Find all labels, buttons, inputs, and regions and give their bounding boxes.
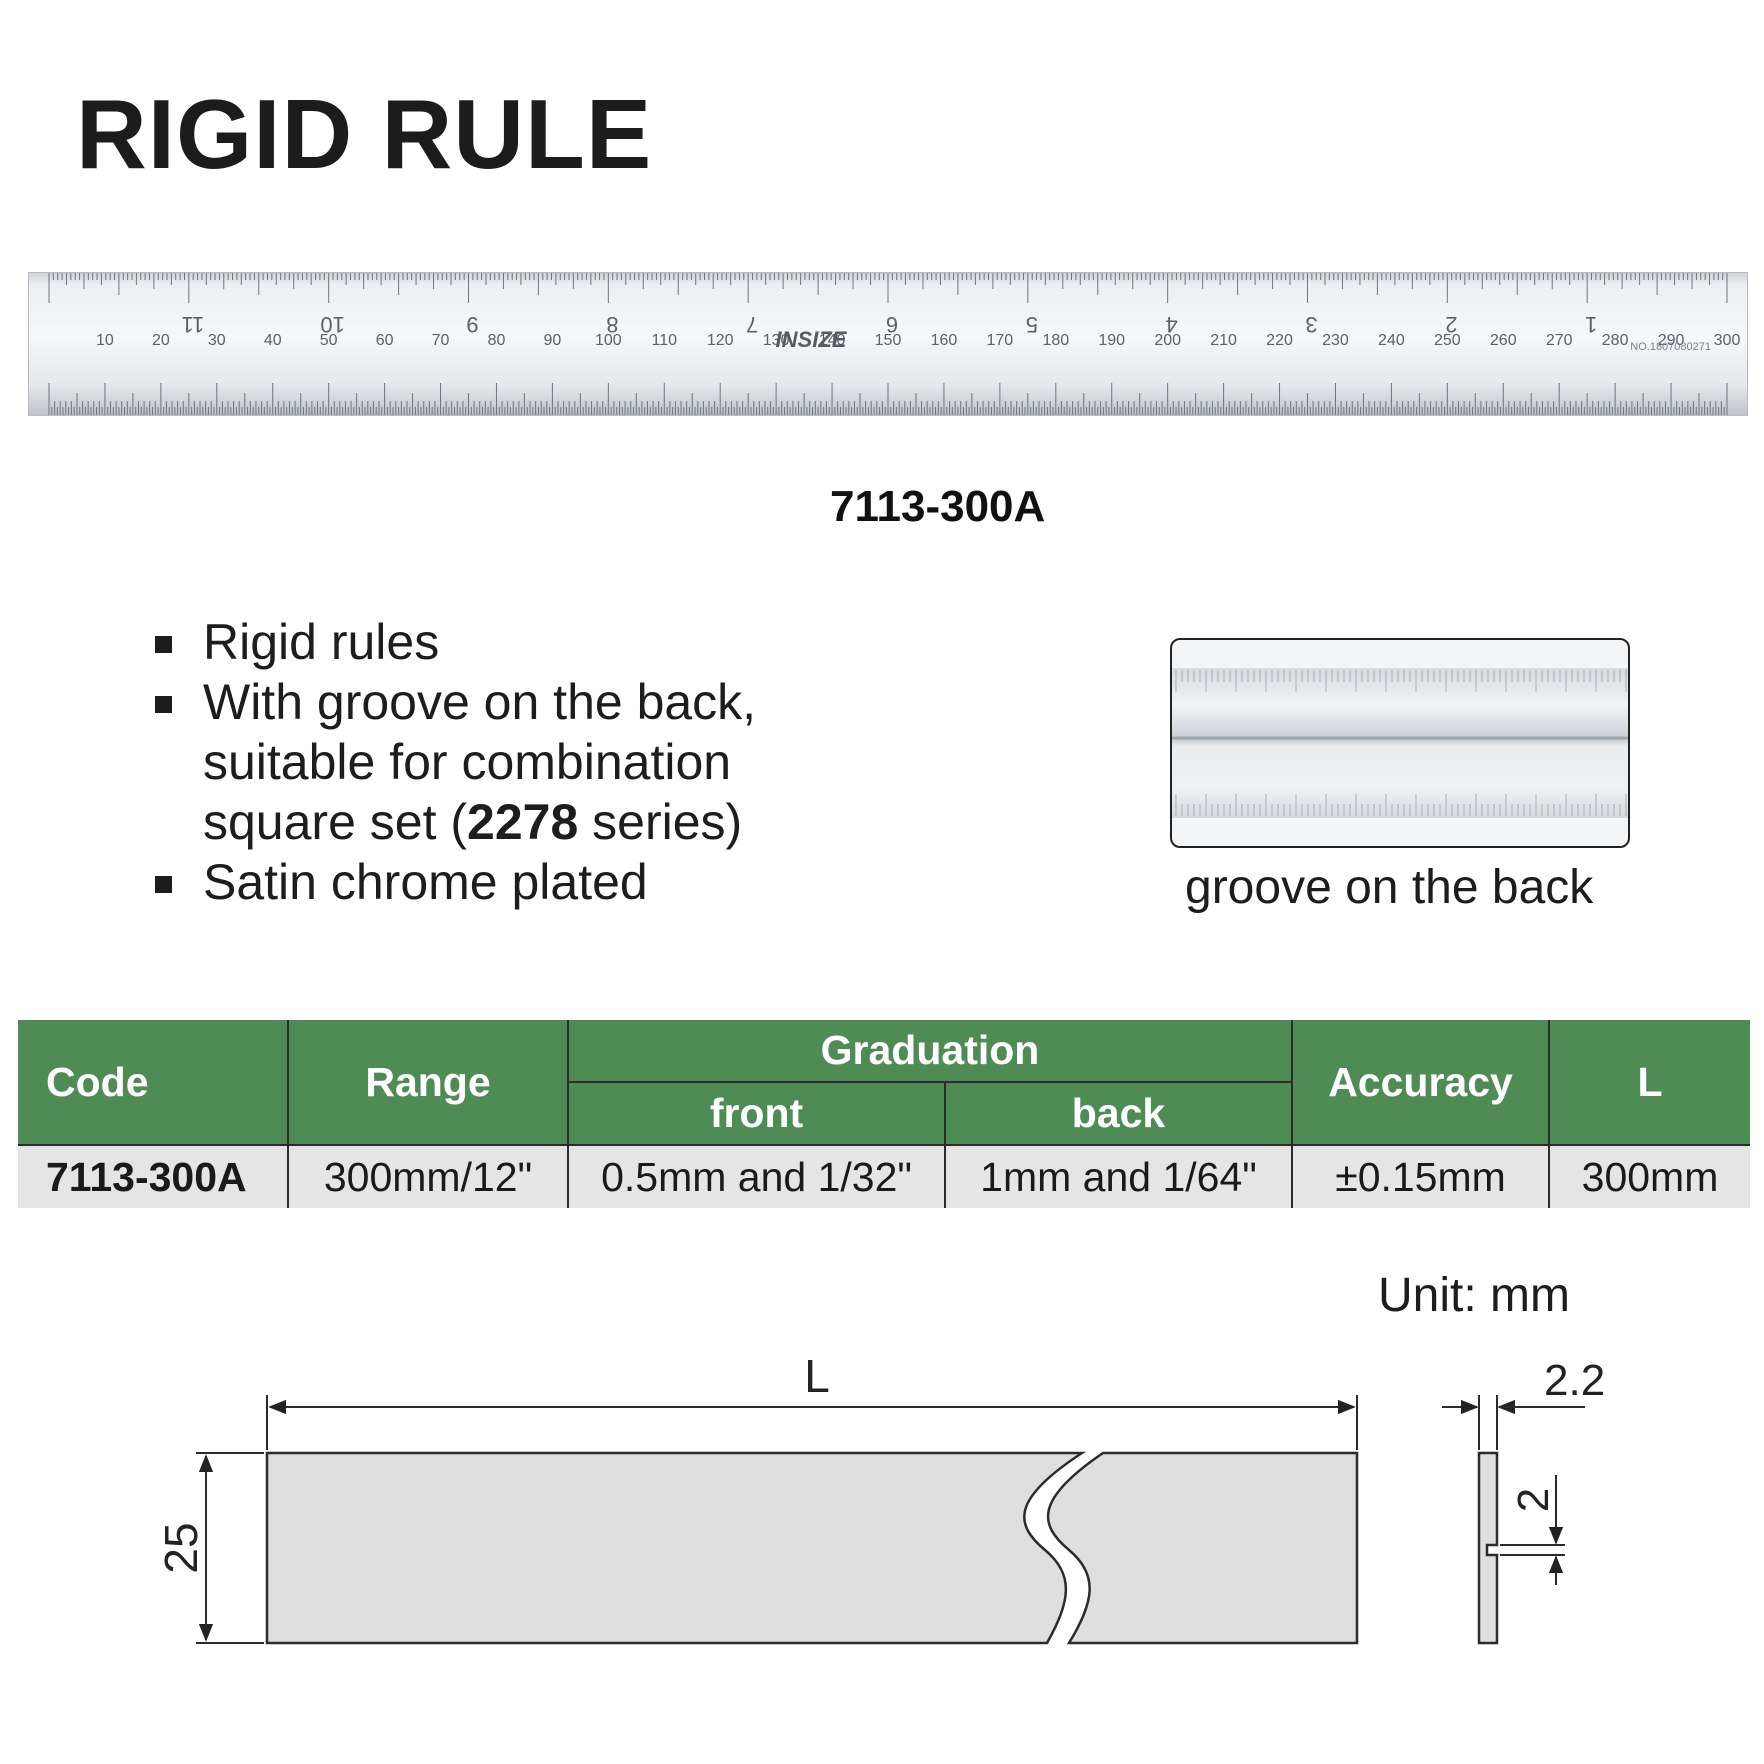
series-number: 2278 [467,794,579,850]
header-code: Code [18,1020,289,1146]
header-back: back [944,1082,1293,1146]
mm-tick-label: 220 [1266,332,1293,349]
width-dimension-label: 25 [155,1522,207,1573]
mm-tick-label: 80 [488,332,506,349]
mm-tick-label: 280 [1602,332,1629,349]
header-length: L [1548,1020,1750,1146]
inch-tick-label: 6 [886,312,898,337]
mm-tick-label: 200 [1154,332,1181,349]
thickness-dimension-label: 2.2 [1544,1356,1605,1405]
mm-tick-label: 250 [1434,332,1461,349]
table-row: 7113-300A 300mm/12" 0.5mm and 1/32" 1mm … [18,1145,1750,1208]
mm-tick-label: 190 [1098,332,1125,349]
unit-label: Unit: mm [1378,1269,1570,1322]
mm-tick-label: 290 [1658,332,1685,349]
mm-tick-label: 240 [1378,332,1405,349]
mm-tick-label: 100 [595,332,622,349]
mm-tick-label: 260 [1490,332,1517,349]
serial-number: NO.1807080271 [1630,341,1711,353]
cell-length: 300mm [1548,1145,1750,1208]
mm-labels: 10 20 30 40 50 60 70 80 90 100 110 120 130 140 150 160 1… [96,332,1740,349]
mm-tick-label: 270 [1546,332,1573,349]
mm-tick-label: 230 [1322,332,1349,349]
ruler-image: 11 10 9 8 7 6 5 4 3 2 1 10 20 30 40 50 60 70 80 90 100 110 12… [28,272,1748,416]
inch-tick-label: 7 [746,312,758,337]
feature-item: Satin chrome plated [150,852,930,912]
inch-tick-label: 3 [1305,312,1317,337]
dimension-drawing: L 25 2.2 2 [155,1350,1605,1645]
inch-scale [48,273,1728,303]
mm-tick-label: 300 [1714,332,1741,349]
inch-labels: 11 10 9 8 7 6 5 4 3 2 1 [181,312,1597,337]
mm-tick-label: 170 [987,332,1014,349]
mm-tick-label: 50 [320,332,338,349]
mm-tick-label: 60 [376,332,394,349]
mm-tick-label: 150 [875,332,902,349]
header-range: Range [287,1020,569,1146]
inch-tick-label: 5 [1026,312,1038,337]
mm-tick-label: 20 [152,332,170,349]
mm-tick-label: 110 [652,332,678,349]
inch-tick-label: 8 [606,312,618,337]
mm-scale [48,383,1728,415]
feature-list: Rigid rules With groove on the back,suit… [150,612,930,912]
cell-front: 0.5mm and 1/32" [567,1145,946,1208]
header-accuracy: Accuracy [1291,1020,1550,1146]
mm-tick-label: 160 [931,332,958,349]
inch-tick-label: 4 [1166,312,1178,337]
groove-caption: groove on the back [1185,861,1594,914]
groove-photo [1170,638,1630,848]
cell-accuracy: ±0.15mm [1291,1145,1550,1208]
inch-tick-label: 2 [1445,312,1457,337]
spec-table: Code Range Graduation Accuracy L front b… [18,1020,1750,1208]
mm-tick-label: 120 [707,332,734,349]
mm-tick-label: 140 [819,332,846,349]
inch-tick-label: 10 [320,312,344,337]
brand-logo: INSIZE [776,327,848,352]
cell-range: 300mm/12" [287,1145,569,1208]
mm-tick-label: 70 [432,332,450,349]
ruler-product-code: 7113-300A [830,482,1046,531]
feature-item: Rigid rules [150,612,930,672]
mm-tick-label: 40 [264,332,282,349]
inch-tick-label: 11 [181,312,204,337]
header-graduation: Graduation [567,1020,1293,1083]
mm-tick-label: 90 [544,332,562,349]
feature-item: With groove on the back,suitable for com… [150,672,930,852]
groove-dimension-label: 2 [1509,1488,1558,1512]
mm-tick-label: 10 [96,332,114,349]
inch-tick-label: 1 [1585,312,1597,337]
length-dimension-label: L [804,1350,830,1402]
mm-tick-label: 130 [763,332,790,349]
mm-tick-label: 30 [208,332,226,349]
page-title: RIGID RULE [76,79,653,189]
mm-tick-label: 210 [1210,332,1237,349]
cell-back: 1mm and 1/64" [944,1145,1293,1208]
header-front: front [567,1082,946,1146]
mm-tick-label: 180 [1042,332,1069,349]
cell-code: 7113-300A [18,1145,289,1208]
inch-tick-label: 9 [466,312,478,337]
